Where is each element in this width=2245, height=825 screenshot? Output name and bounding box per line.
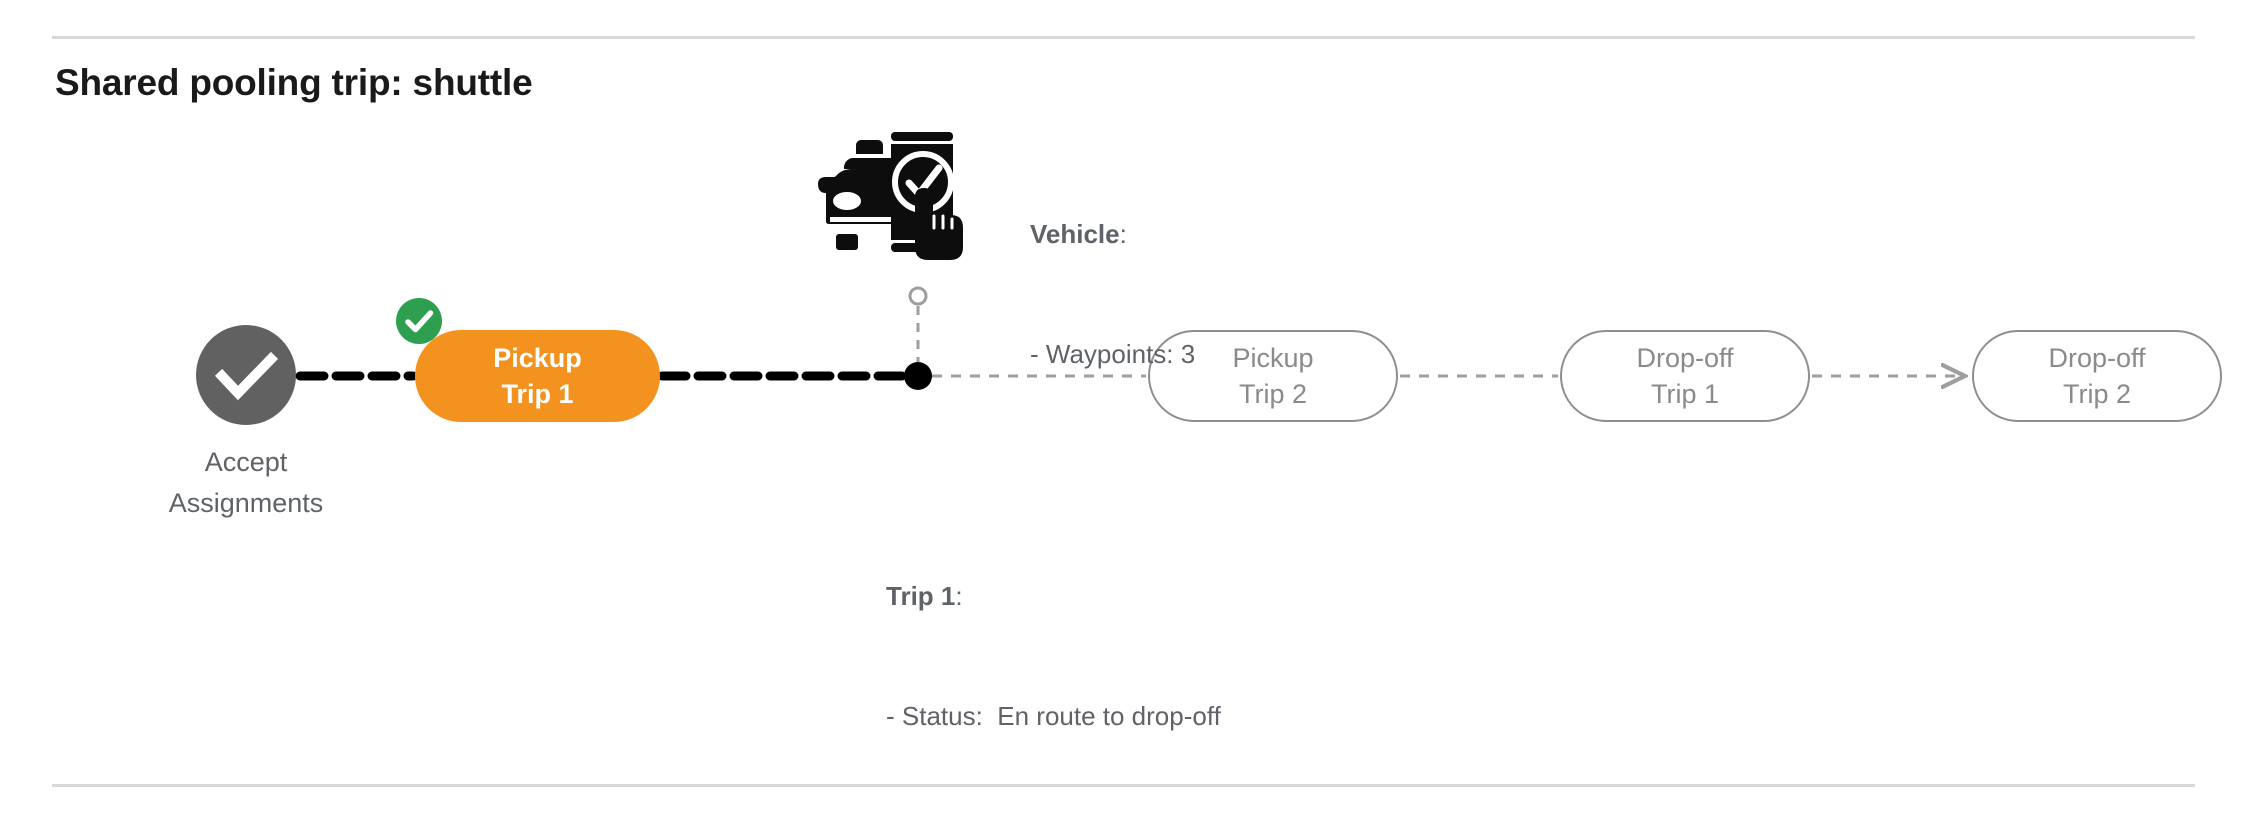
node-dropoff-trip-1-line2: Trip 1 (1650, 379, 1719, 409)
trip-1-line-1: - Remaining waypoints: 2 (886, 816, 1221, 825)
node-pickup-trip-2[interactable]: Pickup Trip 2 (1148, 330, 1398, 422)
accept-assignments-label: Accept Assignments (120, 442, 372, 524)
vehicle-annotation-heading-suffix: : (1119, 219, 1127, 249)
node-pickup-trip-1-line2: Trip 1 (501, 379, 574, 409)
trip-1-heading-row: Trip 1: (886, 576, 1221, 616)
vehicle-tether-ring (908, 286, 928, 306)
node-dropoff-trip-1-line1: Drop-off (1636, 343, 1734, 373)
accept-assignments-node[interactable] (196, 325, 296, 425)
trip-1-line-0: - Status: En route to drop-off (886, 701, 1221, 731)
check-badge-icon (396, 298, 442, 344)
vehicle-annotation-heading-row: Vehicle: (1030, 214, 1195, 254)
vehicle-annotation-heading: Vehicle (1030, 219, 1120, 249)
node-pickup-trip-1[interactable]: Pickup Trip 1 (415, 330, 660, 422)
node-dropoff-trip-1[interactable]: Drop-off Trip 1 (1560, 330, 1810, 422)
top-divider (52, 36, 2195, 39)
page-title: Shared pooling trip: shuttle (55, 62, 533, 103)
node-pickup-trip-2-line1: Pickup (1232, 343, 1314, 373)
trip-1-heading-suffix: : (955, 581, 963, 611)
vehicle-annotation: Vehicle: - Waypoints: 3 (1030, 134, 1195, 454)
node-dropoff-trip-2-line1: Drop-off (2048, 343, 2146, 373)
vehicle-icon-glyph (818, 132, 963, 260)
accept-label-line2: Assignments (168, 488, 324, 518)
node-pickup-trip-1-line1: Pickup (493, 343, 582, 373)
node-pickup-trip-2-line2: Trip 2 (1238, 379, 1307, 409)
vehicle-annotation-line-0: - Waypoints: 3 (1030, 339, 1196, 369)
node-dropoff-trip-2[interactable]: Drop-off Trip 2 (1972, 330, 2222, 422)
check-badge-glyph (405, 310, 434, 333)
accept-label-line1: Accept (204, 447, 288, 477)
current-position-dot (904, 362, 932, 390)
vehicle-phone-check-icon (812, 122, 964, 260)
bottom-divider (52, 784, 2195, 787)
trips-annotation: Trip 1: - Status: En route to drop-off -… (886, 496, 1221, 825)
trip-1-heading: Trip 1 (886, 581, 956, 611)
check-circle-icon (214, 351, 279, 401)
node-dropoff-trip-2-line2: Trip 2 (2062, 379, 2131, 409)
